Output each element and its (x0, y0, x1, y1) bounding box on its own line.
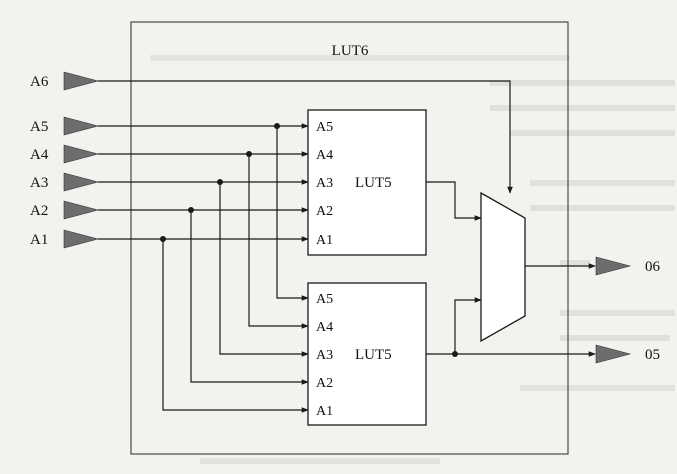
junction-a4 (246, 151, 252, 157)
wire-a2-lower (190, 210, 309, 385)
background-bleed-through (150, 55, 675, 464)
wire-lower-to-mux (454, 297, 482, 354)
lut5-lower-box (307, 282, 427, 426)
output-label-o6: 06 (645, 259, 661, 275)
input-label-a2: A2 (30, 203, 48, 219)
output-port-o5 (595, 344, 632, 364)
lut5-lower-pin-a3: A3 (316, 348, 333, 363)
input-port-a4 (63, 144, 100, 164)
lut5-upper-box (307, 109, 427, 256)
lut5-upper-pin-a2: A2 (316, 204, 333, 219)
junction-a3 (217, 179, 223, 185)
wire-upper-to-mux (426, 181, 482, 221)
lut5-lower-pin-a2: A2 (316, 376, 333, 391)
lut5-lower-label: LUT5 (355, 347, 392, 363)
lut5-upper-pin-a1: A1 (316, 233, 333, 248)
input-port-a1 (63, 229, 100, 249)
input-ports (63, 71, 100, 249)
output-label-o5: 05 (645, 347, 660, 363)
multiplexer (480, 191, 526, 343)
input-port-a6 (63, 71, 100, 91)
wire-a3-lower (219, 182, 309, 357)
input-label-a5: A5 (30, 119, 48, 135)
input-port-a2 (63, 200, 100, 220)
junction-a5 (274, 123, 280, 129)
junction-a1 (160, 236, 166, 242)
junction-dots (160, 123, 458, 357)
wire-a1-lower (162, 239, 309, 413)
lut5-lower-pin-a1: A1 (316, 404, 333, 419)
wire-a4-lower (248, 154, 309, 329)
lut6-boundary (130, 21, 569, 455)
input-label-a4: A4 (30, 147, 49, 163)
junction-a2 (188, 207, 194, 213)
lut5-upper-pin-a5: A5 (316, 120, 333, 135)
output-port-o6 (595, 256, 632, 276)
input-label-a6: A6 (30, 74, 49, 90)
wire-a6-select (98, 80, 513, 194)
wires (98, 80, 596, 413)
lut5-upper-pin-a3: A3 (316, 176, 333, 191)
input-port-a3 (63, 172, 100, 192)
lut5-upper-pin-a4: A4 (316, 148, 333, 163)
wire-a5-lower (276, 126, 309, 301)
input-label-a1: A1 (30, 232, 48, 248)
input-port-a5 (63, 116, 100, 136)
lut5-upper-label: LUT5 (355, 175, 392, 191)
lut6-label: LUT6 (332, 43, 369, 59)
lut5-lower-pin-a4: A4 (316, 320, 333, 335)
input-label-a3: A3 (30, 175, 48, 191)
junction-lower-out (452, 351, 458, 357)
lut5-lower-pin-a5: A5 (316, 292, 333, 307)
